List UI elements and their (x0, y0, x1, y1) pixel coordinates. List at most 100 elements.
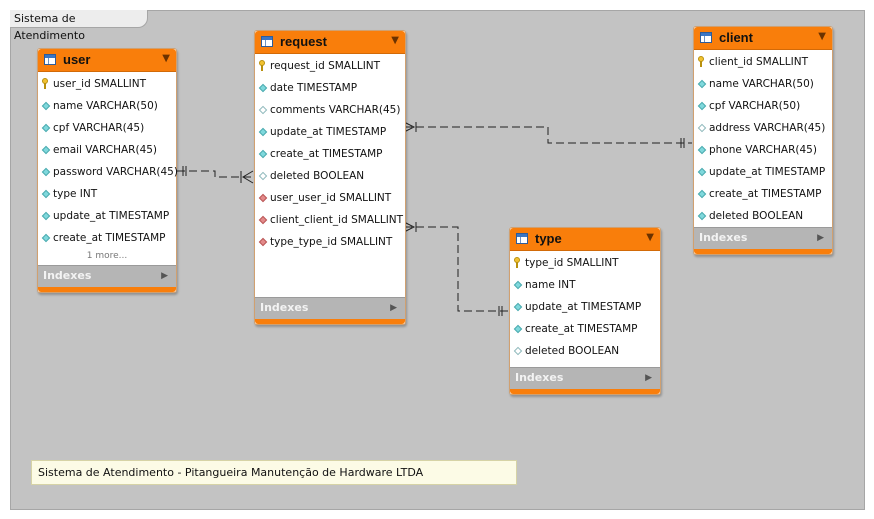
column-label: deleted BOOLEAN (709, 210, 804, 222)
column-row[interactable]: create_at TIMESTAMP (38, 227, 176, 249)
column-list: user_id SMALLINT name VARCHAR(50) cpf VA… (38, 72, 178, 249)
column-row[interactable]: request_id SMALLINT (255, 55, 405, 77)
foreign-key-icon (258, 237, 268, 247)
column-row[interactable]: update_at TIMESTAMP (255, 121, 405, 143)
collapse-icon[interactable]: ▼ (162, 53, 170, 64)
column-row[interactable]: type_type_id SMALLINT (255, 231, 405, 253)
column-row[interactable]: deleted BOOLEAN (255, 165, 405, 187)
primary-key-icon (514, 257, 521, 269)
column-row[interactable]: password VARCHAR(45) (38, 161, 178, 183)
column-label: user_user_id SMALLINT (270, 192, 392, 204)
column-label: cpf VARCHAR(50) (709, 100, 801, 112)
column-row[interactable]: cpf VARCHAR(50) (694, 95, 832, 117)
column-row[interactable]: date TIMESTAMP (255, 77, 405, 99)
column-row[interactable]: name VARCHAR(50) (38, 95, 176, 117)
not-null-column-icon (41, 189, 51, 199)
expand-arrow-icon[interactable]: ▶ (390, 303, 397, 313)
rel-request-type-start-mark (403, 221, 417, 233)
table-icon (700, 32, 712, 43)
column-row[interactable]: user_id SMALLINT (38, 73, 176, 95)
collapse-icon[interactable]: ▼ (818, 31, 826, 42)
column-row[interactable]: client_client_id SMALLINT (255, 209, 405, 231)
more-columns-link[interactable]: 1 more... (86, 251, 128, 261)
column-label: update_at TIMESTAMP (525, 301, 642, 313)
indexes-section[interactable]: Indexes ▶ (510, 367, 660, 389)
column-list: client_id SMALLINT name VARCHAR(50) cpf … (694, 50, 832, 227)
not-null-column-icon (258, 127, 268, 137)
column-row[interactable]: client_id SMALLINT (694, 51, 832, 73)
table-header[interactable]: request ▼ (255, 31, 405, 54)
nullable-column-icon (258, 105, 268, 115)
column-row[interactable]: update_at TIMESTAMP (694, 161, 832, 183)
column-label: update_at TIMESTAMP (53, 210, 170, 222)
column-label: client_client_id SMALLINT (270, 214, 404, 226)
column-list: request_id SMALLINT date TIMESTAMP comme… (255, 54, 405, 297)
column-label: cpf VARCHAR(45) (53, 122, 145, 134)
foreign-key-icon (258, 193, 268, 203)
not-null-column-icon (697, 79, 707, 89)
not-null-column-icon (258, 83, 268, 93)
table-name: type (535, 231, 562, 246)
column-label: date TIMESTAMP (270, 82, 358, 94)
expand-arrow-icon[interactable]: ▶ (817, 233, 824, 243)
column-row[interactable]: deleted BOOLEAN (510, 340, 660, 362)
rel-request-type-end-mark (498, 306, 503, 316)
column-label: create_at TIMESTAMP (525, 323, 638, 335)
layer-title[interactable]: Sistema de Atendimento (10, 10, 148, 42)
not-null-column-icon (513, 302, 523, 312)
table-header[interactable]: type ▼ (510, 228, 660, 251)
not-null-column-icon (697, 145, 707, 155)
column-row[interactable]: update_at TIMESTAMP (38, 205, 176, 227)
not-null-column-icon (697, 189, 707, 199)
column-row[interactable]: phone VARCHAR(45) (694, 139, 832, 161)
column-row[interactable]: create_at TIMESTAMP (255, 143, 405, 165)
collapse-icon[interactable]: ▼ (391, 35, 399, 46)
indexes-section[interactable]: Indexes ▶ (38, 265, 176, 287)
table-client[interactable]: client ▼ client_id SMALLINT name VARCHAR… (693, 26, 833, 255)
table-type[interactable]: type ▼ type_id SMALLINT name INT update_… (509, 227, 661, 395)
column-row[interactable]: user_user_id SMALLINT (255, 187, 405, 209)
column-row[interactable]: address VARCHAR(45) (694, 117, 832, 139)
nullable-column-icon (513, 346, 523, 356)
column-label: create_at TIMESTAMP (53, 232, 166, 244)
not-null-column-icon (41, 145, 51, 155)
table-icon (261, 36, 273, 47)
not-null-column-icon (697, 101, 707, 111)
note-box[interactable]: Sistema de Atendimento - Pitangueira Man… (31, 460, 517, 485)
column-row[interactable]: type_id SMALLINT (510, 252, 660, 274)
column-row[interactable]: cpf VARCHAR(45) (38, 117, 176, 139)
table-name: user (63, 52, 91, 67)
foreign-key-icon (258, 215, 268, 225)
expand-arrow-icon[interactable]: ▶ (645, 373, 652, 383)
indexes-section[interactable]: Indexes ▶ (255, 297, 405, 319)
indexes-section[interactable]: Indexes ▶ (694, 227, 832, 249)
table-user[interactable]: user ▼ user_id SMALLINT name VARCHAR(50)… (37, 48, 178, 293)
column-row[interactable]: create_at TIMESTAMP (510, 318, 660, 340)
column-label: name VARCHAR(50) (53, 100, 158, 112)
expand-arrow-icon[interactable]: ▶ (161, 271, 168, 281)
column-label: type_type_id SMALLINT (270, 236, 393, 248)
table-name: request (280, 34, 327, 49)
column-row[interactable]: name INT (510, 274, 660, 296)
column-row[interactable]: type INT (38, 183, 176, 205)
indexes-label: Indexes (260, 301, 309, 314)
column-row[interactable]: create_at TIMESTAMP (694, 183, 832, 205)
column-row[interactable]: deleted BOOLEAN (694, 205, 832, 227)
column-label: type_id SMALLINT (525, 257, 619, 269)
column-label: email VARCHAR(45) (53, 144, 158, 156)
column-row[interactable]: update_at TIMESTAMP (510, 296, 660, 318)
table-request[interactable]: request ▼ request_id SMALLINT date TIMES… (254, 30, 406, 325)
rel-user-request-end-mark (240, 170, 254, 184)
column-row[interactable]: name VARCHAR(50) (694, 73, 832, 95)
column-row[interactable]: email VARCHAR(45) (38, 139, 176, 161)
not-null-column-icon (41, 233, 51, 243)
collapse-icon[interactable]: ▼ (646, 232, 654, 243)
not-null-column-icon (41, 167, 51, 177)
column-label: update_at TIMESTAMP (270, 126, 387, 138)
rel-request-client (404, 126, 692, 144)
table-header[interactable]: user ▼ (38, 49, 176, 72)
indexes-label: Indexes (43, 269, 92, 282)
column-row[interactable]: comments VARCHAR(45) (255, 99, 405, 121)
column-label: user_id SMALLINT (53, 78, 147, 90)
table-header[interactable]: client ▼ (694, 27, 832, 50)
